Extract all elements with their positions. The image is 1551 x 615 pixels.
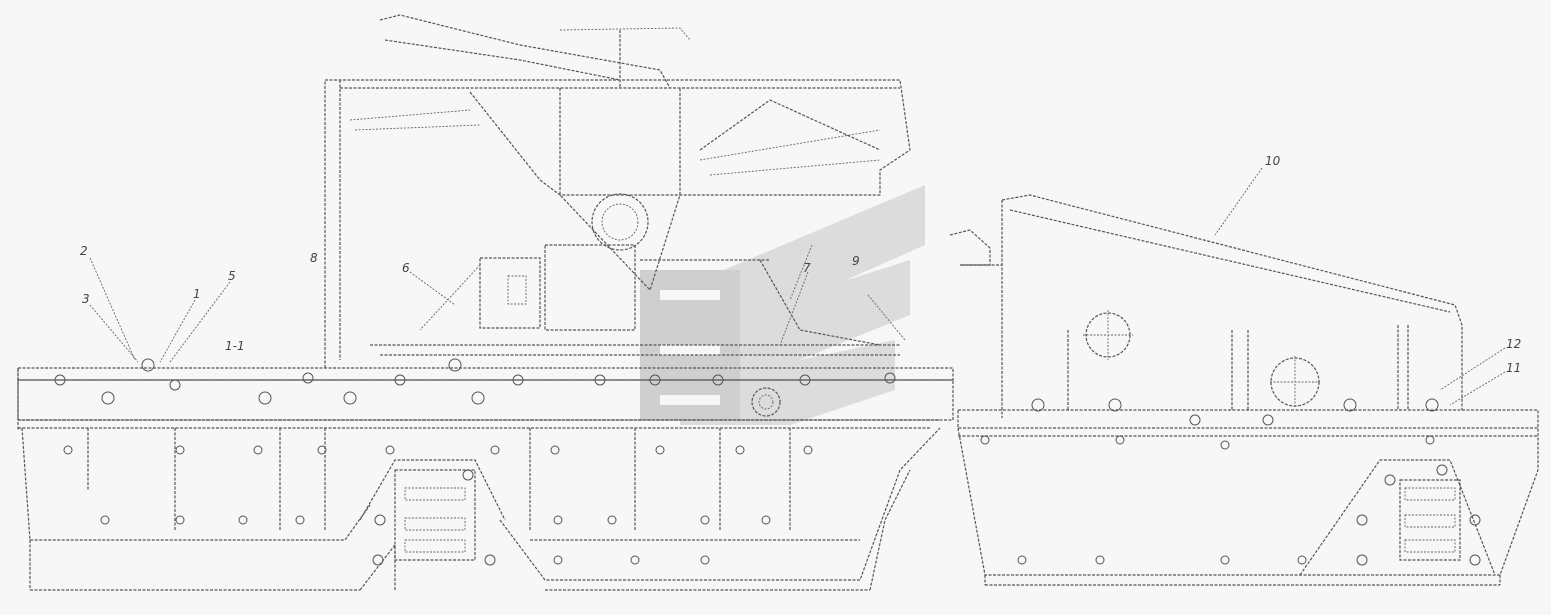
right-machine bbox=[949, 194, 1539, 586]
callout-3: 3 bbox=[82, 292, 90, 306]
left-machine-bolts bbox=[54, 358, 896, 566]
callout-1: 1 bbox=[193, 287, 201, 301]
callout-8: 8 bbox=[310, 251, 318, 265]
callout-10: 10 bbox=[1265, 154, 1281, 168]
left-machine bbox=[17, 14, 954, 591]
callouts: 2 3 1 1-1 5 6 8 7 9 10 12 11 bbox=[80, 154, 1521, 406]
callout-6: 6 bbox=[402, 261, 410, 275]
callout-5: 5 bbox=[228, 269, 236, 283]
watermark-logo bbox=[640, 185, 925, 425]
callout-11: 11 bbox=[1506, 361, 1521, 375]
callout-2: 2 bbox=[80, 244, 88, 258]
right-machine-bolts bbox=[980, 398, 1481, 566]
callout-1-1: 1-1 bbox=[225, 339, 245, 353]
callout-12: 12 bbox=[1506, 337, 1521, 351]
callout-9: 9 bbox=[852, 254, 860, 268]
callout-7: 7 bbox=[803, 261, 811, 275]
